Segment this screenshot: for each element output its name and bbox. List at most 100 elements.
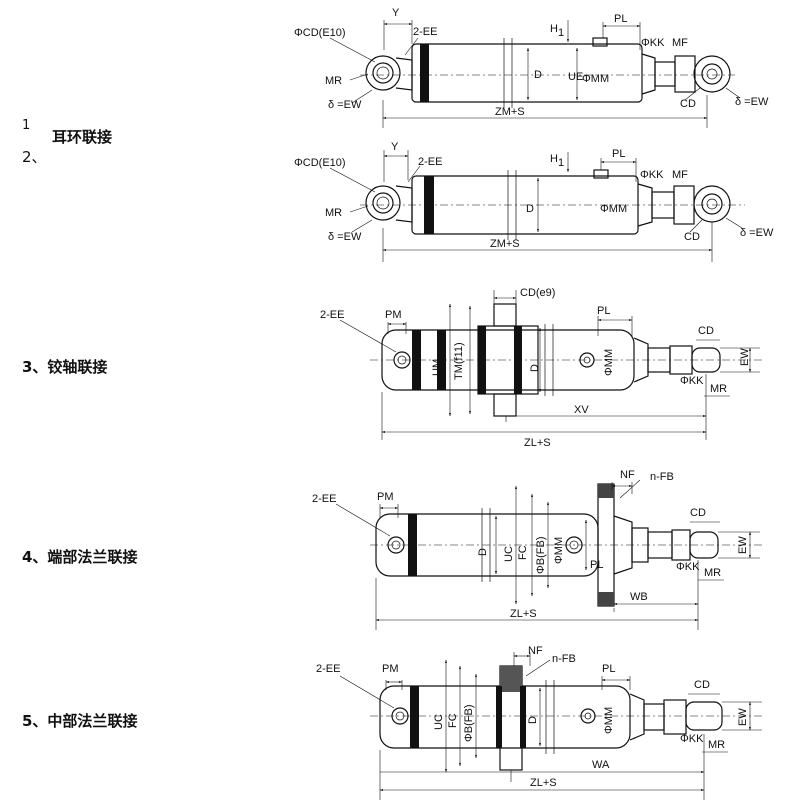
d4-kk: ΦKK [676,561,700,573]
d3-tm: TM(f11) [453,342,465,380]
seal-band [424,176,434,234]
d2-cd-e10: ΦCD(E10) [294,157,346,169]
d5-fc: FC [447,713,459,728]
d4-nfb: n-FB [650,471,674,483]
d2-kk: ΦKK [640,169,664,181]
d3-um: UM [431,359,443,376]
flange-bolt-hatch [598,592,614,606]
d3-cd: CD [698,325,714,337]
d1-ew-left: δ =EW [328,99,362,111]
d4-mm: ΦMM [553,537,565,564]
d2-mr: MR [325,207,342,219]
drawing-4-head-flange-mount: 2-EE PM NF n-FB D UC FC ΦB(FB) ΦMM PL CD… [312,469,765,630]
drawing-3-trunnion-mount: 2-EE PM CD(e9) PL UM TM(f11) D ΦMM CD EW… [320,287,765,449]
flange-bolt-hatch [598,484,614,498]
d1-mr: MR [325,75,342,87]
d1-mm: ΦMM [582,73,609,85]
d5-d: D [527,716,539,724]
d4-nf: NF [620,469,635,481]
d5-pm: PM [382,663,399,675]
d5-cd: CD [694,679,710,691]
d5-wa: WA [592,759,610,771]
d4-ee: 2-EE [312,493,336,505]
drawing-2-eye-mount: ΦCD(E10) Y 2-EE H 1 PL ΦKK MF MR D ΦMM C… [294,141,774,262]
row1-number: 1 [22,118,31,133]
d5-nf: NF [528,645,543,657]
d2-y: Y [391,141,399,153]
d2-d: D [526,203,534,215]
d3-ew: EW [739,348,751,366]
seal-band [437,330,446,390]
seal-band [412,330,421,390]
d4-d: D [477,548,489,556]
flange-bolt-hatch [500,666,522,692]
seal-band [410,686,419,748]
row4-title: 4、端部法兰联接 [22,548,138,566]
d4-fb: ΦB(FB) [535,537,547,575]
seal-band [420,44,429,102]
d1-zm: ZM+S [495,106,525,118]
seal-band [408,514,417,576]
row3-title: 3、铰轴联接 [22,358,108,376]
d3-pm: PM [385,309,402,321]
d1-kk: ΦKK [641,37,665,49]
d5-ew: EW [737,708,749,726]
d5-pl: PL [602,663,615,675]
d3-kk: ΦKK [680,375,704,387]
d3-pl: PL [597,305,610,317]
d1-cd: CD [680,98,696,110]
seal-band [496,686,502,748]
d4-pm: PM [377,491,394,503]
d5-kk: ΦKK [680,733,704,745]
d4-cd: CD [690,507,706,519]
d5-fb: ΦB(FB) [463,705,475,743]
d2-ee: 2-EE [418,156,442,168]
d3-d1: D [529,364,541,372]
d2-pl: PL [612,148,625,160]
d4-zl: ZL+S [510,608,537,620]
drawing-1-eye-mount: ΦCD(E10) Y 2-EE H 1 PL ΦKK MF MR D UE ΦM… [294,7,769,128]
d1-pl: PL [614,13,627,25]
d1-ew-right: δ =EW [735,96,769,108]
drawing-5-mid-flange-mount: 2-EE PM NF n-FB PL UC FC ΦB(FB) D ΦMM CD… [316,645,765,800]
d4-wb: WB [630,591,648,603]
seal-band [514,326,522,394]
seal-band [520,686,526,748]
d5-zl: ZL+S [530,777,557,789]
d2-h1: H [550,153,558,165]
d4-fc: FC [517,545,529,560]
d2-mm: ΦMM [600,203,627,215]
d3-zl: ZL+S [524,437,551,449]
d2-zm: ZM+S [490,238,520,250]
row1-title: 耳环联接 [52,128,113,146]
row2-number: 2、 [22,148,47,166]
d1-ee: 2-EE [413,26,437,38]
d1-h1: H [550,23,558,35]
d2-mf: MF [672,169,688,181]
d1-y: Y [392,7,400,19]
d4-uc: UC [503,546,515,562]
d3-mr: MR [710,383,727,395]
d3-mm: ΦMM [603,349,615,376]
d3-ee: 2-EE [320,309,344,321]
d4-mr: MR [704,567,721,579]
d5-mr: MR [708,739,725,751]
d5-ee: 2-EE [316,663,340,675]
d2-h1-sub: 1 [558,157,564,169]
d2-ew-right: δ =EW [740,227,774,239]
seal-band [478,326,486,394]
d4-ew: EW [737,536,749,554]
d5-mm: ΦMM [603,707,615,734]
d1-d: D [534,69,542,81]
d1-mf: MF [672,37,688,49]
d5-uc: UC [433,714,445,730]
d1-cd-e10: ΦCD(E10) [294,27,346,39]
d1-ue: UE [568,71,583,83]
row5-title: 5、中部法兰联接 [22,712,138,730]
d5-nfb: n-FB [552,653,576,665]
d3-xv: XV [574,404,589,416]
d2-cd: CD [684,231,700,243]
d1-h1-sub: 1 [558,27,564,39]
d3-cd-e9: CD(e9) [520,287,555,299]
